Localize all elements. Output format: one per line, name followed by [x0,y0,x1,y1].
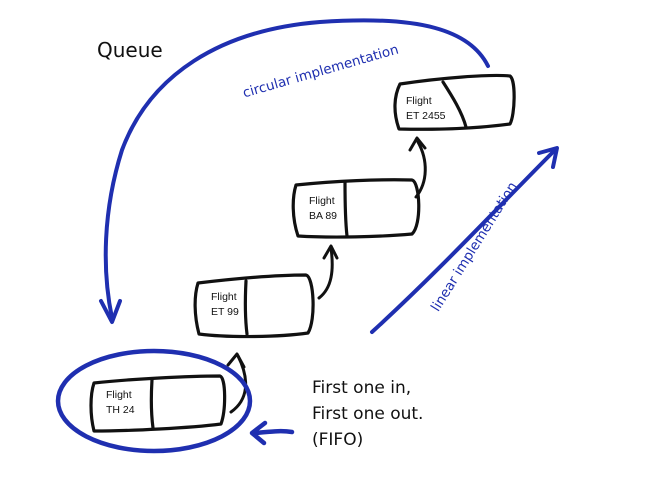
arrow-ba89-to-et2455 [414,140,427,199]
circular-implementation-arrow [99,18,490,324]
flight-label-line1: Flight [309,195,335,207]
flight-label-line1: Flight [406,95,432,107]
arrow-et99-to-ba89 [317,246,334,300]
front-of-queue-highlight [55,348,253,454]
flight-label-th24: Flight TH 24 [106,388,135,418]
flight-label-ba89: Flight BA 89 [309,194,337,224]
flight-box-ba89 [291,178,421,239]
fifo-caption: First one in, First one out. (FIFO) [312,375,423,453]
fifo-line1: First one in, [312,378,412,398]
flight-label-et99: Flight ET 99 [211,290,239,320]
flight-box-et2455 [393,73,516,131]
linear-implementation-arrow [370,146,559,334]
fifo-line2: First one out. [312,404,424,424]
flight-label-line2: BA 89 [309,210,338,222]
flight-box-et99 [193,273,315,339]
flight-box-th24 [89,374,227,433]
flight-label-et2455: Flight ET 2455 [406,94,446,124]
fifo-line3: (FIFO) [312,430,364,450]
flight-label-line2: ET 2455 [406,110,446,122]
flight-label-line2: TH 24 [106,404,135,416]
flight-label-line1: Flight [211,291,237,303]
enqueue-arrow [249,420,295,446]
flight-label-line1: Flight [106,389,132,401]
flight-label-line2: ET 99 [211,306,239,318]
page-title: Queue [97,38,163,62]
